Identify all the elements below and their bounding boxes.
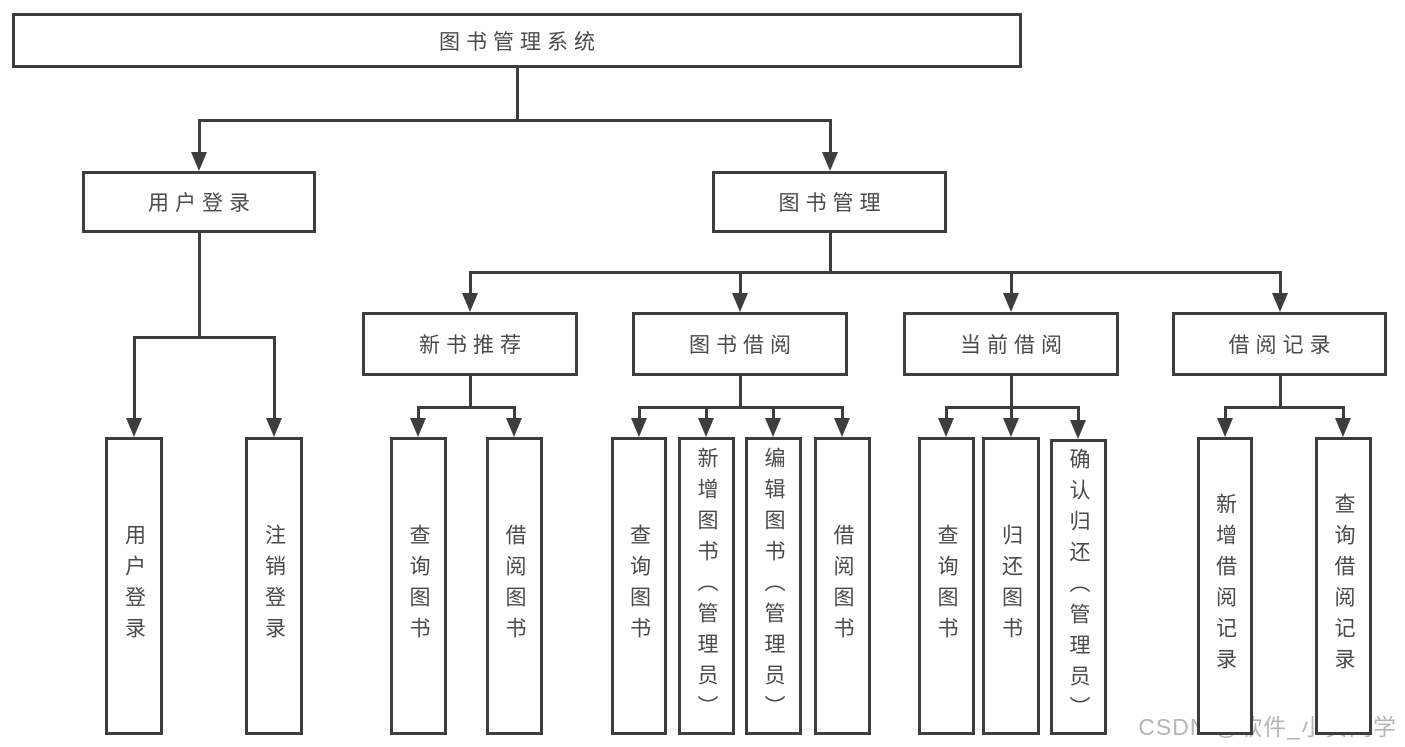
- node-label-query-books-under-recommend: 查询图书: [407, 524, 430, 648]
- arrow-down-icon: [506, 418, 522, 437]
- connector-drop: [840, 407, 844, 422]
- node-borrow-books-under-recommend: 借阅图书: [486, 437, 543, 735]
- arrow-down-icon: [410, 418, 426, 437]
- arrow-down-icon: [462, 293, 478, 312]
- node-add-book-admin: 新增图书（管理员）: [678, 437, 735, 735]
- node-label-borrow-books-under-borrowing: 借阅图书: [831, 524, 854, 648]
- node-confirm-return-admin: 确认归还（管理员）: [1050, 439, 1107, 735]
- node-label-confirm-return-admin: 确认归还（管理员）: [1067, 447, 1090, 727]
- connector-bar: [1223, 405, 1345, 409]
- node-label-return-book: 归还图书: [999, 524, 1023, 648]
- node-user-login: 用户登录: [82, 171, 316, 233]
- node-edit-book-admin: 编辑图书（管理员）: [745, 437, 802, 735]
- connector-drop: [771, 407, 775, 422]
- arrow-down-icon: [1003, 293, 1019, 312]
- node-borrow-books-under-borrowing: 借阅图书: [814, 437, 871, 735]
- node-label-query-books-under-current: 查询图书: [935, 524, 958, 648]
- connector-drop: [512, 407, 516, 422]
- node-borrowing-records: 借阅记录: [1172, 312, 1387, 376]
- connector-stem: [1009, 376, 1013, 407]
- connector-bar: [197, 118, 832, 122]
- arrow-down-icon: [1003, 418, 1019, 437]
- connector-stem: [828, 233, 832, 272]
- node-user-login-leaf: 用户登录: [105, 437, 163, 735]
- connector-bar: [132, 335, 276, 339]
- arrow-down-icon: [1070, 420, 1086, 439]
- arrow-down-icon: [822, 152, 838, 171]
- connector-bar: [468, 270, 1282, 274]
- connector-drop: [637, 407, 641, 422]
- node-label-borrow-books-under-recommend: 借阅图书: [503, 524, 526, 648]
- node-query-books-under-borrowing: 查询图书: [611, 437, 667, 735]
- arrow-down-icon: [1217, 418, 1233, 437]
- connector-drop: [468, 272, 472, 297]
- arrow-down-icon: [1272, 293, 1288, 312]
- connector-drop: [272, 337, 276, 422]
- node-label-edit-book-admin: 编辑图书（管理员）: [762, 446, 785, 726]
- node-label-borrowing-records: 借阅记录: [1228, 334, 1337, 357]
- connector-stem: [197, 233, 201, 337]
- arrow-down-icon: [126, 418, 142, 437]
- arrow-down-icon: [698, 418, 714, 437]
- arrow-down-icon: [765, 418, 781, 437]
- node-new-book-recommendation: 新书推荐: [362, 312, 578, 376]
- node-label-book-borrowing: 图书借阅: [689, 334, 797, 357]
- arrow-down-icon: [732, 293, 748, 312]
- arrow-down-icon: [834, 418, 850, 437]
- node-library-system-root: 图书管理系统: [12, 13, 1022, 68]
- connector-drop: [828, 120, 832, 156]
- node-return-book: 归还图书: [982, 437, 1040, 735]
- node-label-book-management: 图书管理: [778, 192, 887, 215]
- arrow-down-icon: [266, 418, 282, 437]
- node-query-books-under-recommend: 查询图书: [390, 437, 447, 735]
- connector-stem: [1278, 376, 1282, 407]
- connector-drop: [1076, 407, 1080, 424]
- arrow-down-icon: [191, 152, 207, 171]
- arrow-down-icon: [938, 418, 954, 437]
- node-label-query-books-under-borrowing: 查询图书: [627, 524, 651, 648]
- arrow-down-icon: [631, 418, 647, 437]
- connector-drop: [197, 120, 201, 156]
- node-label-user-login: 用户登录: [148, 192, 256, 215]
- connector-drop: [416, 407, 420, 422]
- connector-drop: [132, 337, 136, 422]
- connector-drop: [704, 407, 708, 422]
- node-label-library-system-root: 图书管理系统: [439, 30, 601, 54]
- connector-bar: [637, 405, 844, 409]
- node-book-borrowing: 图书借阅: [632, 312, 848, 376]
- node-label-query-borrow-record: 查询借阅记录: [1332, 493, 1355, 679]
- connector-drop: [738, 272, 742, 297]
- node-query-borrow-record: 查询借阅记录: [1315, 437, 1372, 735]
- node-logout-leaf: 注销登录: [245, 437, 303, 735]
- connector-drop: [1223, 407, 1227, 422]
- connector-bar: [416, 405, 516, 409]
- node-label-new-book-recommendation: 新书推荐: [419, 334, 527, 357]
- connector-stem: [468, 376, 472, 407]
- node-label-current-borrowing: 当前借阅: [960, 334, 1068, 357]
- connector-drop: [1009, 407, 1013, 422]
- node-label-user-login-leaf: 用户登录: [122, 524, 146, 648]
- connector-drop: [1341, 407, 1345, 422]
- connector-drop: [944, 407, 948, 422]
- node-label-add-borrow-record: 新增借阅记录: [1213, 493, 1237, 679]
- node-current-borrowing: 当前借阅: [903, 312, 1119, 376]
- node-label-logout-leaf: 注销登录: [262, 524, 286, 648]
- connector-drop: [1009, 272, 1013, 297]
- connector-drop: [1278, 272, 1282, 297]
- node-add-borrow-record: 新增借阅记录: [1197, 437, 1253, 735]
- node-label-add-book-admin: 新增图书（管理员）: [695, 446, 718, 726]
- connector-stem: [738, 376, 742, 407]
- node-query-books-under-current: 查询图书: [918, 437, 975, 735]
- node-book-management: 图书管理: [712, 171, 947, 233]
- arrow-down-icon: [1335, 418, 1351, 437]
- connector-stem: [515, 68, 519, 120]
